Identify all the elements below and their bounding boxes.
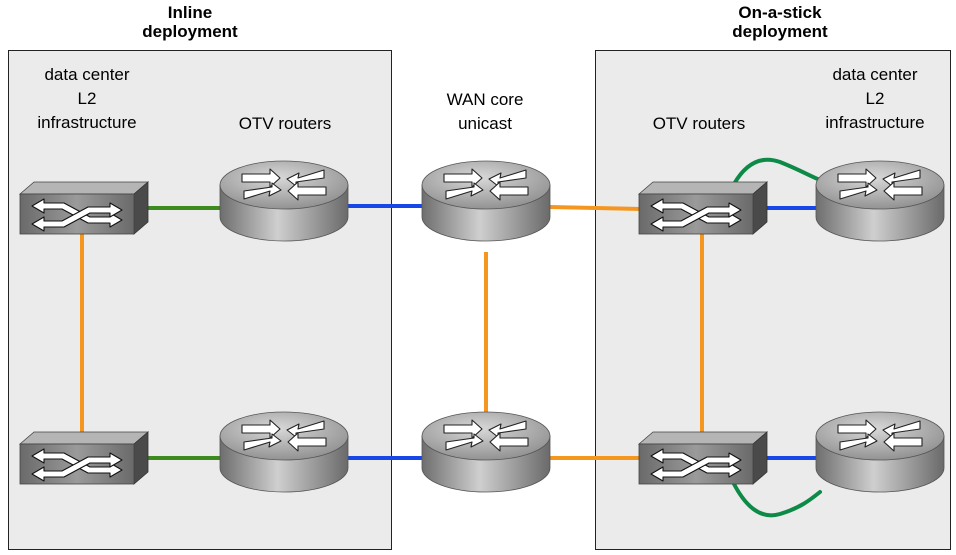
- router-icon-dc-right-top: [815, 160, 945, 242]
- router-icon-dc-right-bottom: [815, 411, 945, 493]
- otv-routers-label-right: OTV routers: [652, 114, 746, 133]
- dc-left-line3: infrastructure: [37, 113, 137, 132]
- router-icon-wan-bottom: [421, 411, 551, 493]
- loop-green-bottom: [732, 482, 822, 518]
- inline-title-line2: deployment: [142, 22, 238, 41]
- link-orange-top-right: [549, 205, 643, 211]
- router-icon-wan-top: [421, 160, 551, 242]
- inline-title-line1: Inline: [167, 3, 213, 22]
- switch-icon-dc-left-top: [19, 181, 149, 235]
- switch-icon-otv-right-top: [638, 181, 768, 235]
- router-icon-otv-left-bottom: [219, 411, 349, 493]
- router-icon-otv-left-top: [219, 160, 349, 242]
- network-devices: [19, 160, 945, 493]
- on-a-stick-deployment-title: On-a-stick deployment: [680, 3, 880, 41]
- dc-left-line2: L2: [77, 89, 97, 108]
- switch-icon-otv-right-bottom: [638, 431, 768, 485]
- connection-links: [80, 157, 822, 518]
- loop-green-top: [732, 157, 822, 186]
- switch-icon-dc-left-bottom: [19, 431, 149, 485]
- wan-line1: WAN core: [446, 90, 524, 109]
- wan-core-label: WAN core unicast: [410, 88, 560, 136]
- dc-l2-label-left: data center L2 infrastructure: [12, 63, 162, 135]
- wan-line2: unicast: [458, 114, 512, 133]
- dc-left-line1: data center: [44, 65, 130, 84]
- dc-right-line3: infrastructure: [825, 113, 925, 132]
- inline-deployment-title: Inline deployment: [100, 3, 280, 41]
- dc-l2-label-right: data center L2 infrastructure: [800, 63, 950, 135]
- on-a-stick-title-line2: deployment: [732, 22, 828, 41]
- dc-right-line1: data center: [832, 65, 918, 84]
- dc-right-line2: L2: [865, 89, 885, 108]
- on-a-stick-title-line1: On-a-stick: [738, 3, 822, 22]
- otv-routers-label-left: OTV routers: [238, 114, 332, 133]
